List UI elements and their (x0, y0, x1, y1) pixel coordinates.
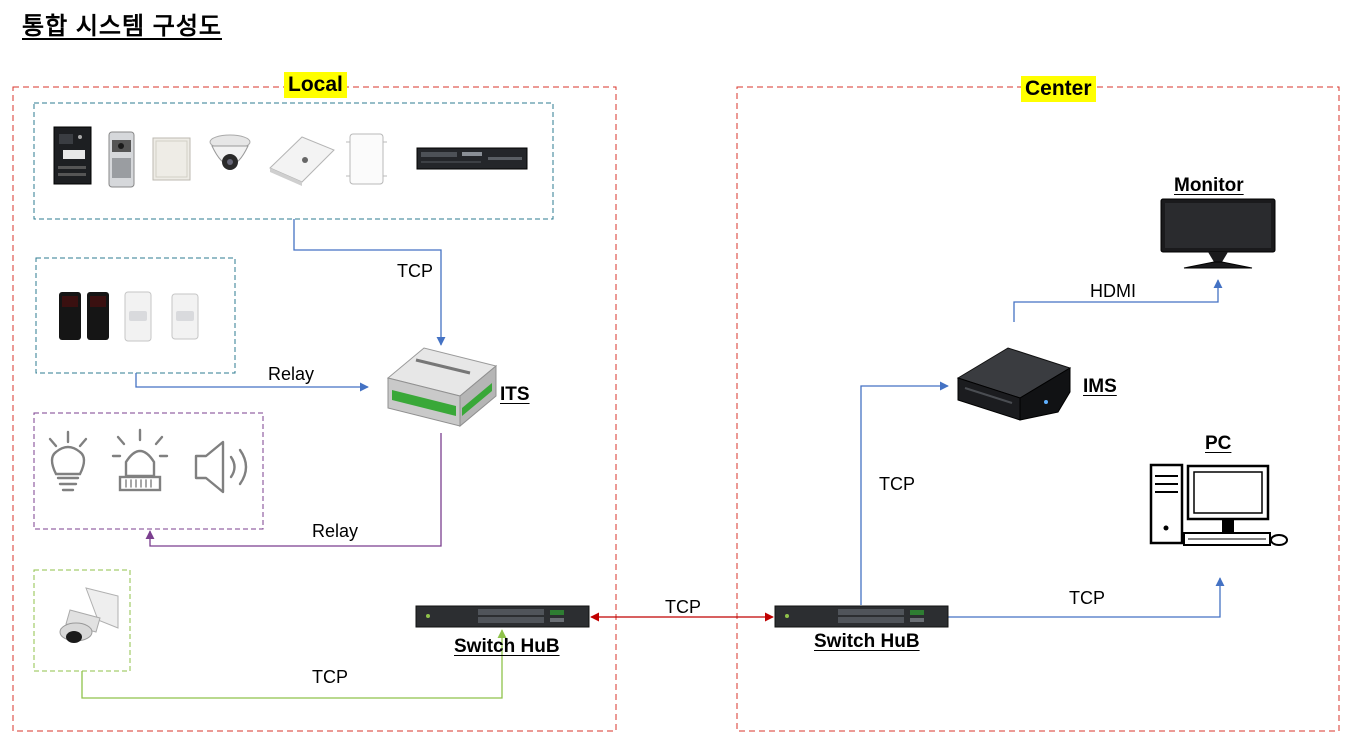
switch-center-label: Switch HuB (814, 631, 920, 652)
switch-local-label: Switch HuB (454, 636, 560, 657)
relay-label-sensors-its: Relay (268, 364, 315, 384)
link-its-to-alarms (145, 433, 442, 547)
server-icon (956, 347, 1072, 421)
beam-sensor-icon (59, 292, 109, 340)
network-switch-icon-local (415, 605, 590, 628)
pir-sensor-icon (124, 291, 199, 342)
speaker-icon (194, 440, 248, 494)
network-switch-icon-center (774, 605, 949, 628)
link-ims-to-monitor (1013, 279, 1223, 322)
siren-icon (111, 428, 169, 492)
sensors-group-box (35, 257, 236, 374)
relay-label-its-alarms: Relay (312, 521, 359, 541)
page-title: 통합 시스템 구성도 (22, 13, 222, 40)
ceiling-sensor-icon (269, 136, 335, 186)
link-devices-to-its (293, 219, 446, 346)
rfid-reader-icon (152, 137, 191, 181)
tcp-label-switch-pc: TCP (1069, 588, 1105, 608)
link-switch-to-ims (860, 381, 949, 605)
rack-unit-icon (416, 147, 528, 170)
alarms-group-box (33, 412, 264, 530)
tcp-label-switch-ims: TCP (879, 474, 915, 494)
link-switch-to-pc (948, 577, 1225, 618)
ptz-camera-icon (59, 587, 119, 643)
light-bulb-icon (48, 430, 88, 492)
its-label: ITS (500, 384, 530, 405)
ims-label: IMS (1083, 376, 1117, 397)
devices-group-box (33, 102, 554, 220)
desktop-pc-icon (1149, 463, 1288, 546)
local-region-box (12, 86, 617, 732)
its-controller-icon (386, 347, 498, 428)
tcp-label-devices-its: TCP (397, 261, 433, 281)
local-region-label: Local (284, 72, 347, 98)
dome-camera-icon (209, 134, 251, 170)
center-region-label: Center (1021, 76, 1096, 102)
access-controller-icon (53, 126, 92, 185)
tcp-label-switch-switch: TCP (665, 597, 701, 617)
pc-label: PC (1205, 433, 1232, 454)
monitor-icon (1160, 198, 1276, 269)
hdmi-label-ims-monitor: HDMI (1090, 281, 1136, 301)
tcp-label-camera-switch: TCP (312, 667, 348, 687)
card-reader-icon (108, 131, 135, 188)
monitor-label: Monitor (1174, 175, 1244, 196)
link-sensors-to-its (135, 373, 369, 392)
antenna-panel-icon (346, 133, 387, 185)
link-camera-to-switch (81, 629, 507, 699)
